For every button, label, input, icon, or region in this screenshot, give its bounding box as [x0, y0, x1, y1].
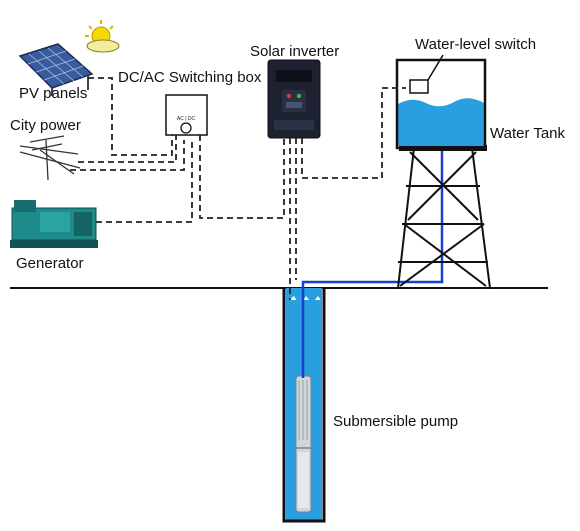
generator-label: Generator — [16, 255, 84, 272]
submersible-pump — [295, 375, 312, 513]
city-power-pylon-icon — [19, 135, 81, 181]
water-level-switch-label: Water-level switch — [415, 36, 537, 53]
wiring — [70, 77, 406, 300]
water-tank-label: Water Tank — [490, 125, 566, 142]
water-pipe — [301, 148, 444, 378]
pv-panels-icon — [18, 43, 94, 96]
water-level-switch — [409, 54, 444, 94]
solar-inverter-icon — [267, 59, 321, 139]
water-tank — [395, 58, 487, 150]
switching-box-mark: AC | DC — [177, 116, 196, 122]
switching-box-label: DC/AC Switching box — [118, 69, 262, 86]
city-power-label: City power — [10, 117, 81, 134]
submersible-pump-label: Submersible pump — [333, 413, 459, 430]
water-tower — [397, 145, 491, 289]
sun-icon — [85, 20, 120, 53]
generator-icon — [10, 200, 98, 248]
pv-panels-label: PV panels — [19, 85, 88, 102]
switching-box-icon — [165, 94, 208, 136]
solar-inverter-label: Solar inverter — [250, 43, 340, 60]
